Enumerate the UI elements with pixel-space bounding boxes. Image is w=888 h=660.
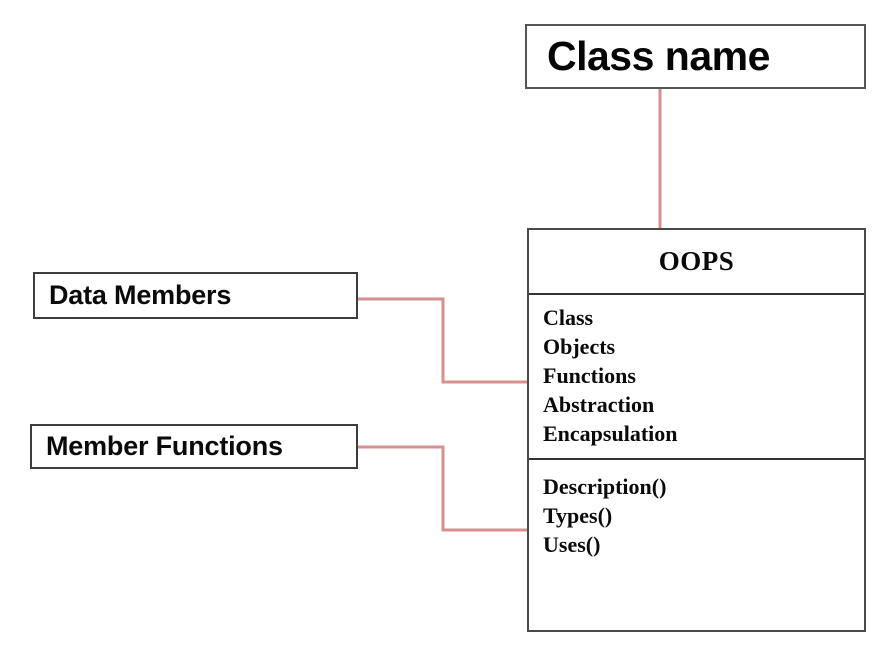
uml-class-title: OOPS xyxy=(658,246,735,276)
uml-attribute-item: Class xyxy=(543,305,594,330)
uml-method-item: Types() xyxy=(543,503,613,528)
uml-method-item: Description() xyxy=(543,474,667,499)
data-members-callout-box: Data Members xyxy=(33,272,358,319)
connector-member-functions-to-methods xyxy=(358,445,527,532)
uml-attribute-item: Encapsulation xyxy=(543,421,678,446)
member-functions-callout-box: Member Functions xyxy=(30,424,358,469)
class-name-callout-label: Class name xyxy=(547,33,770,79)
data-members-callout-label: Data Members xyxy=(49,280,232,310)
uml-attribute-item: Functions xyxy=(543,363,636,388)
class-name-callout-box: Class name xyxy=(525,24,866,89)
member-functions-callout-label: Member Functions xyxy=(46,431,283,461)
uml-class-attributes-compartment: Class Objects Functions Abstraction Enca… xyxy=(529,295,864,460)
uml-attribute-item: Abstraction xyxy=(543,392,655,417)
uml-attribute-item: Objects xyxy=(543,334,616,359)
uml-class-box: OOPS Class Objects Functions Abstraction… xyxy=(527,228,866,632)
uml-class-methods-compartment: Description() Types() Uses() xyxy=(529,460,864,630)
connector-data-members-to-attributes xyxy=(358,297,527,384)
uml-method-item: Uses() xyxy=(543,532,601,557)
uml-class-title-compartment: OOPS xyxy=(529,230,864,295)
